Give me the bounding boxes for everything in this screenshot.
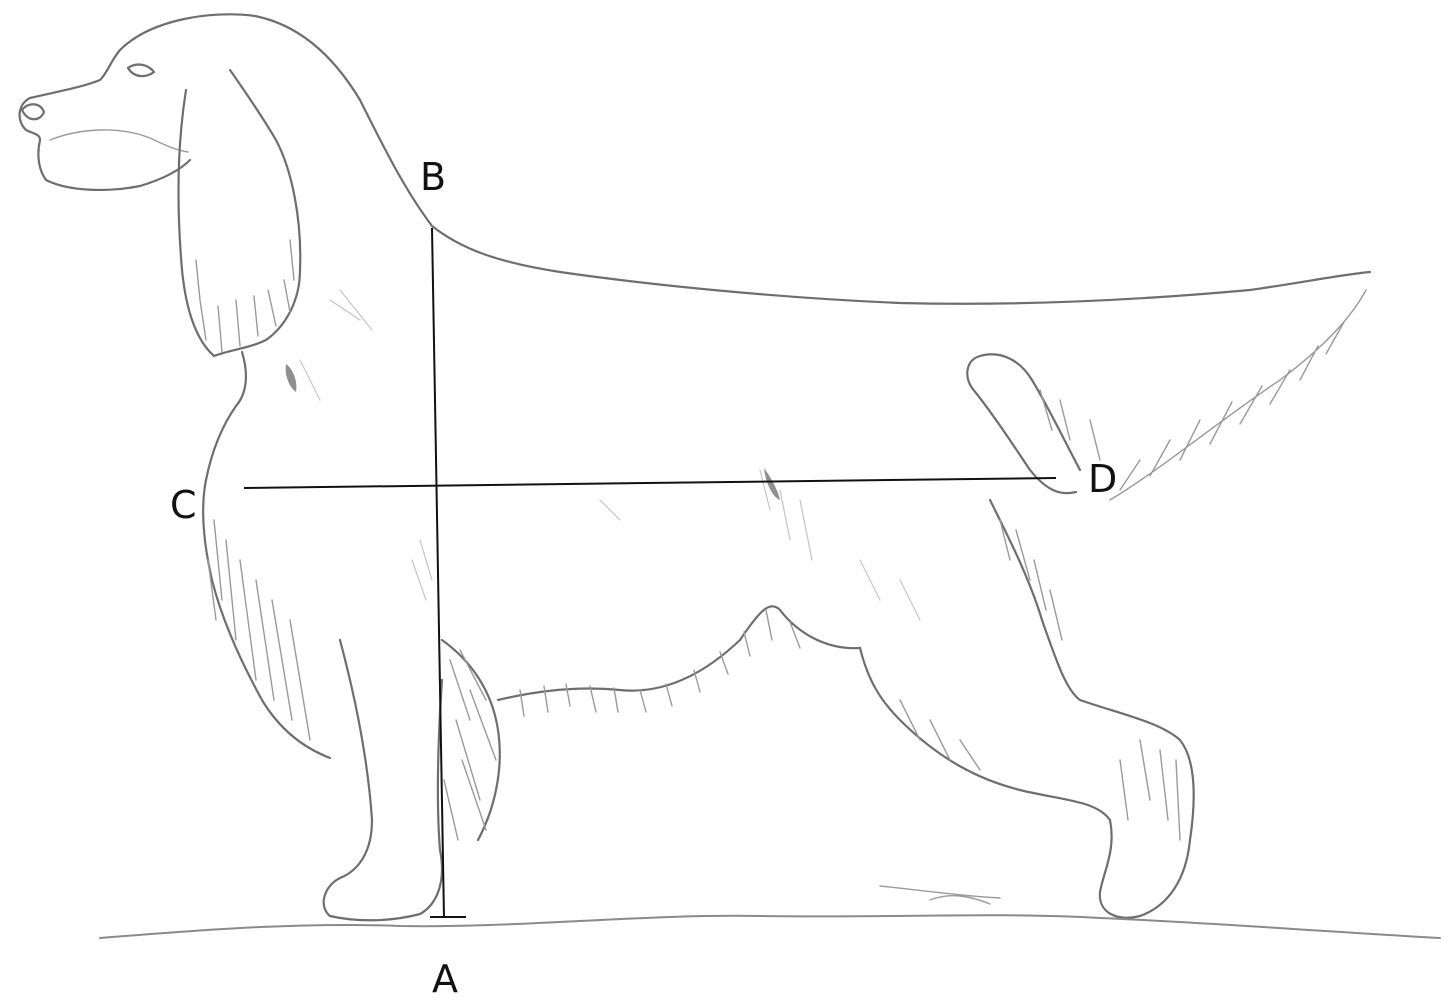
dog-belly-fur bbox=[520, 610, 800, 716]
dog-belly bbox=[498, 606, 860, 700]
dog-chest-fur bbox=[208, 520, 310, 740]
ground-scribble bbox=[880, 886, 1000, 904]
label-point-a: A bbox=[432, 957, 458, 1000]
label-point-d: D bbox=[1088, 457, 1117, 501]
dog-nose bbox=[22, 104, 44, 119]
dog-body-shading bbox=[300, 290, 920, 620]
label-point-c: C bbox=[170, 483, 197, 527]
dog-hind-leg bbox=[860, 500, 1194, 918]
dog-back-outline bbox=[120, 14, 1370, 303]
dog-neck-front bbox=[203, 352, 330, 758]
label-point-b: B bbox=[420, 155, 446, 199]
dog-ear-fur bbox=[196, 240, 294, 352]
line-c-d bbox=[244, 478, 1056, 488]
dog-jaw-line bbox=[50, 130, 188, 152]
dog-front-leg-fur bbox=[444, 650, 496, 840]
dog-sketch bbox=[20, 14, 1440, 938]
measurement-lines bbox=[244, 228, 1056, 918]
dog-shoulder-mark bbox=[286, 364, 297, 392]
dog-front-leg bbox=[324, 640, 442, 920]
dog-ear bbox=[179, 70, 301, 356]
dog-hind-leg-fur bbox=[900, 520, 1180, 840]
dog-tail bbox=[967, 354, 1080, 493]
dog-muzzle bbox=[20, 50, 190, 190]
ground-line bbox=[100, 915, 1440, 938]
dog-eye bbox=[128, 65, 154, 77]
